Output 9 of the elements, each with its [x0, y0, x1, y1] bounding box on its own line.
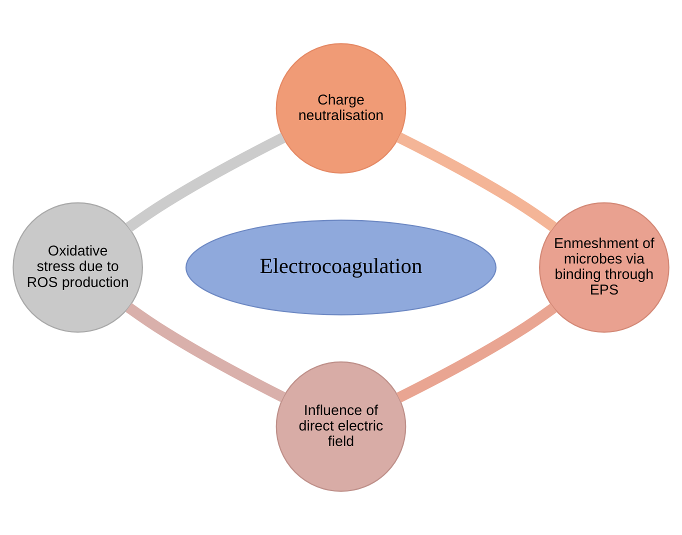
connector: [126, 132, 286, 232]
connector: [396, 304, 557, 402]
node-circle: Charge neutralisation: [276, 43, 406, 174]
node-circle: Enmeshment of microbes via binding through EPS: [539, 202, 670, 333]
node-circle: Influence of direct electric field: [276, 361, 406, 492]
node-ellipse: Electrocoagulation: [185, 220, 497, 316]
connector: [396, 132, 557, 232]
node-circle: Oxidative stress due to ROS production: [12, 202, 143, 333]
connector: [126, 303, 286, 402]
